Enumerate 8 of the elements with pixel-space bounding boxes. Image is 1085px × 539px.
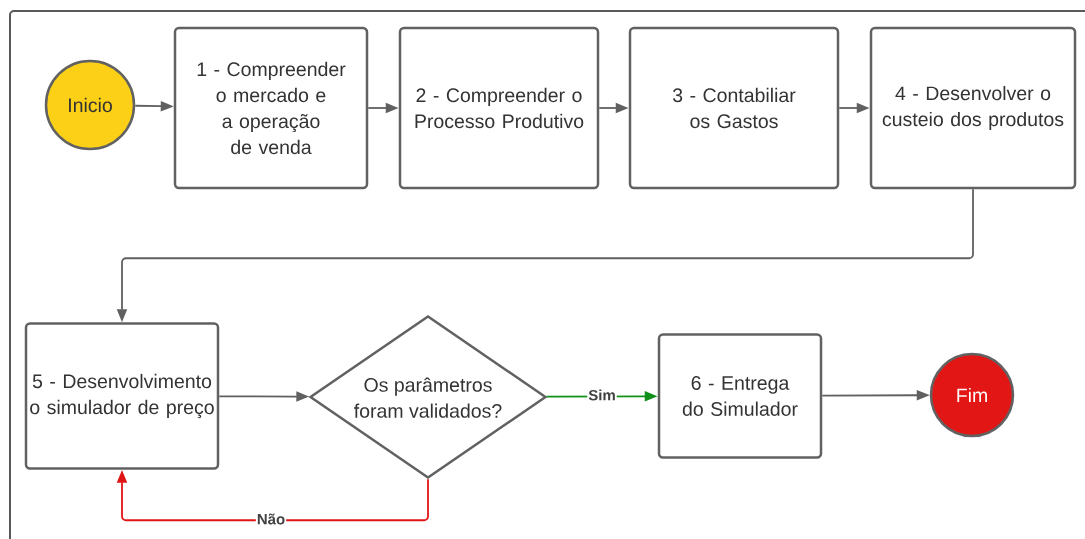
process-box: 3 - Contabiliar os Gastos bbox=[628, 26, 840, 190]
edge-label: Não bbox=[255, 512, 287, 526]
edge-label: Sim bbox=[587, 388, 617, 402]
process-box: 4 - Desenvolver o custeio dos produtos bbox=[869, 26, 1077, 190]
process-box: 1 - Compreender o mercado e a operação de venda bbox=[173, 26, 369, 190]
process-box: 2 - Compreender o Processo Produtivo bbox=[398, 26, 600, 190]
process-box: 5 - Desenvolvimento o simulador de preço bbox=[24, 322, 220, 470]
process-box: 6 - Entrega do Simulador bbox=[657, 333, 823, 459]
